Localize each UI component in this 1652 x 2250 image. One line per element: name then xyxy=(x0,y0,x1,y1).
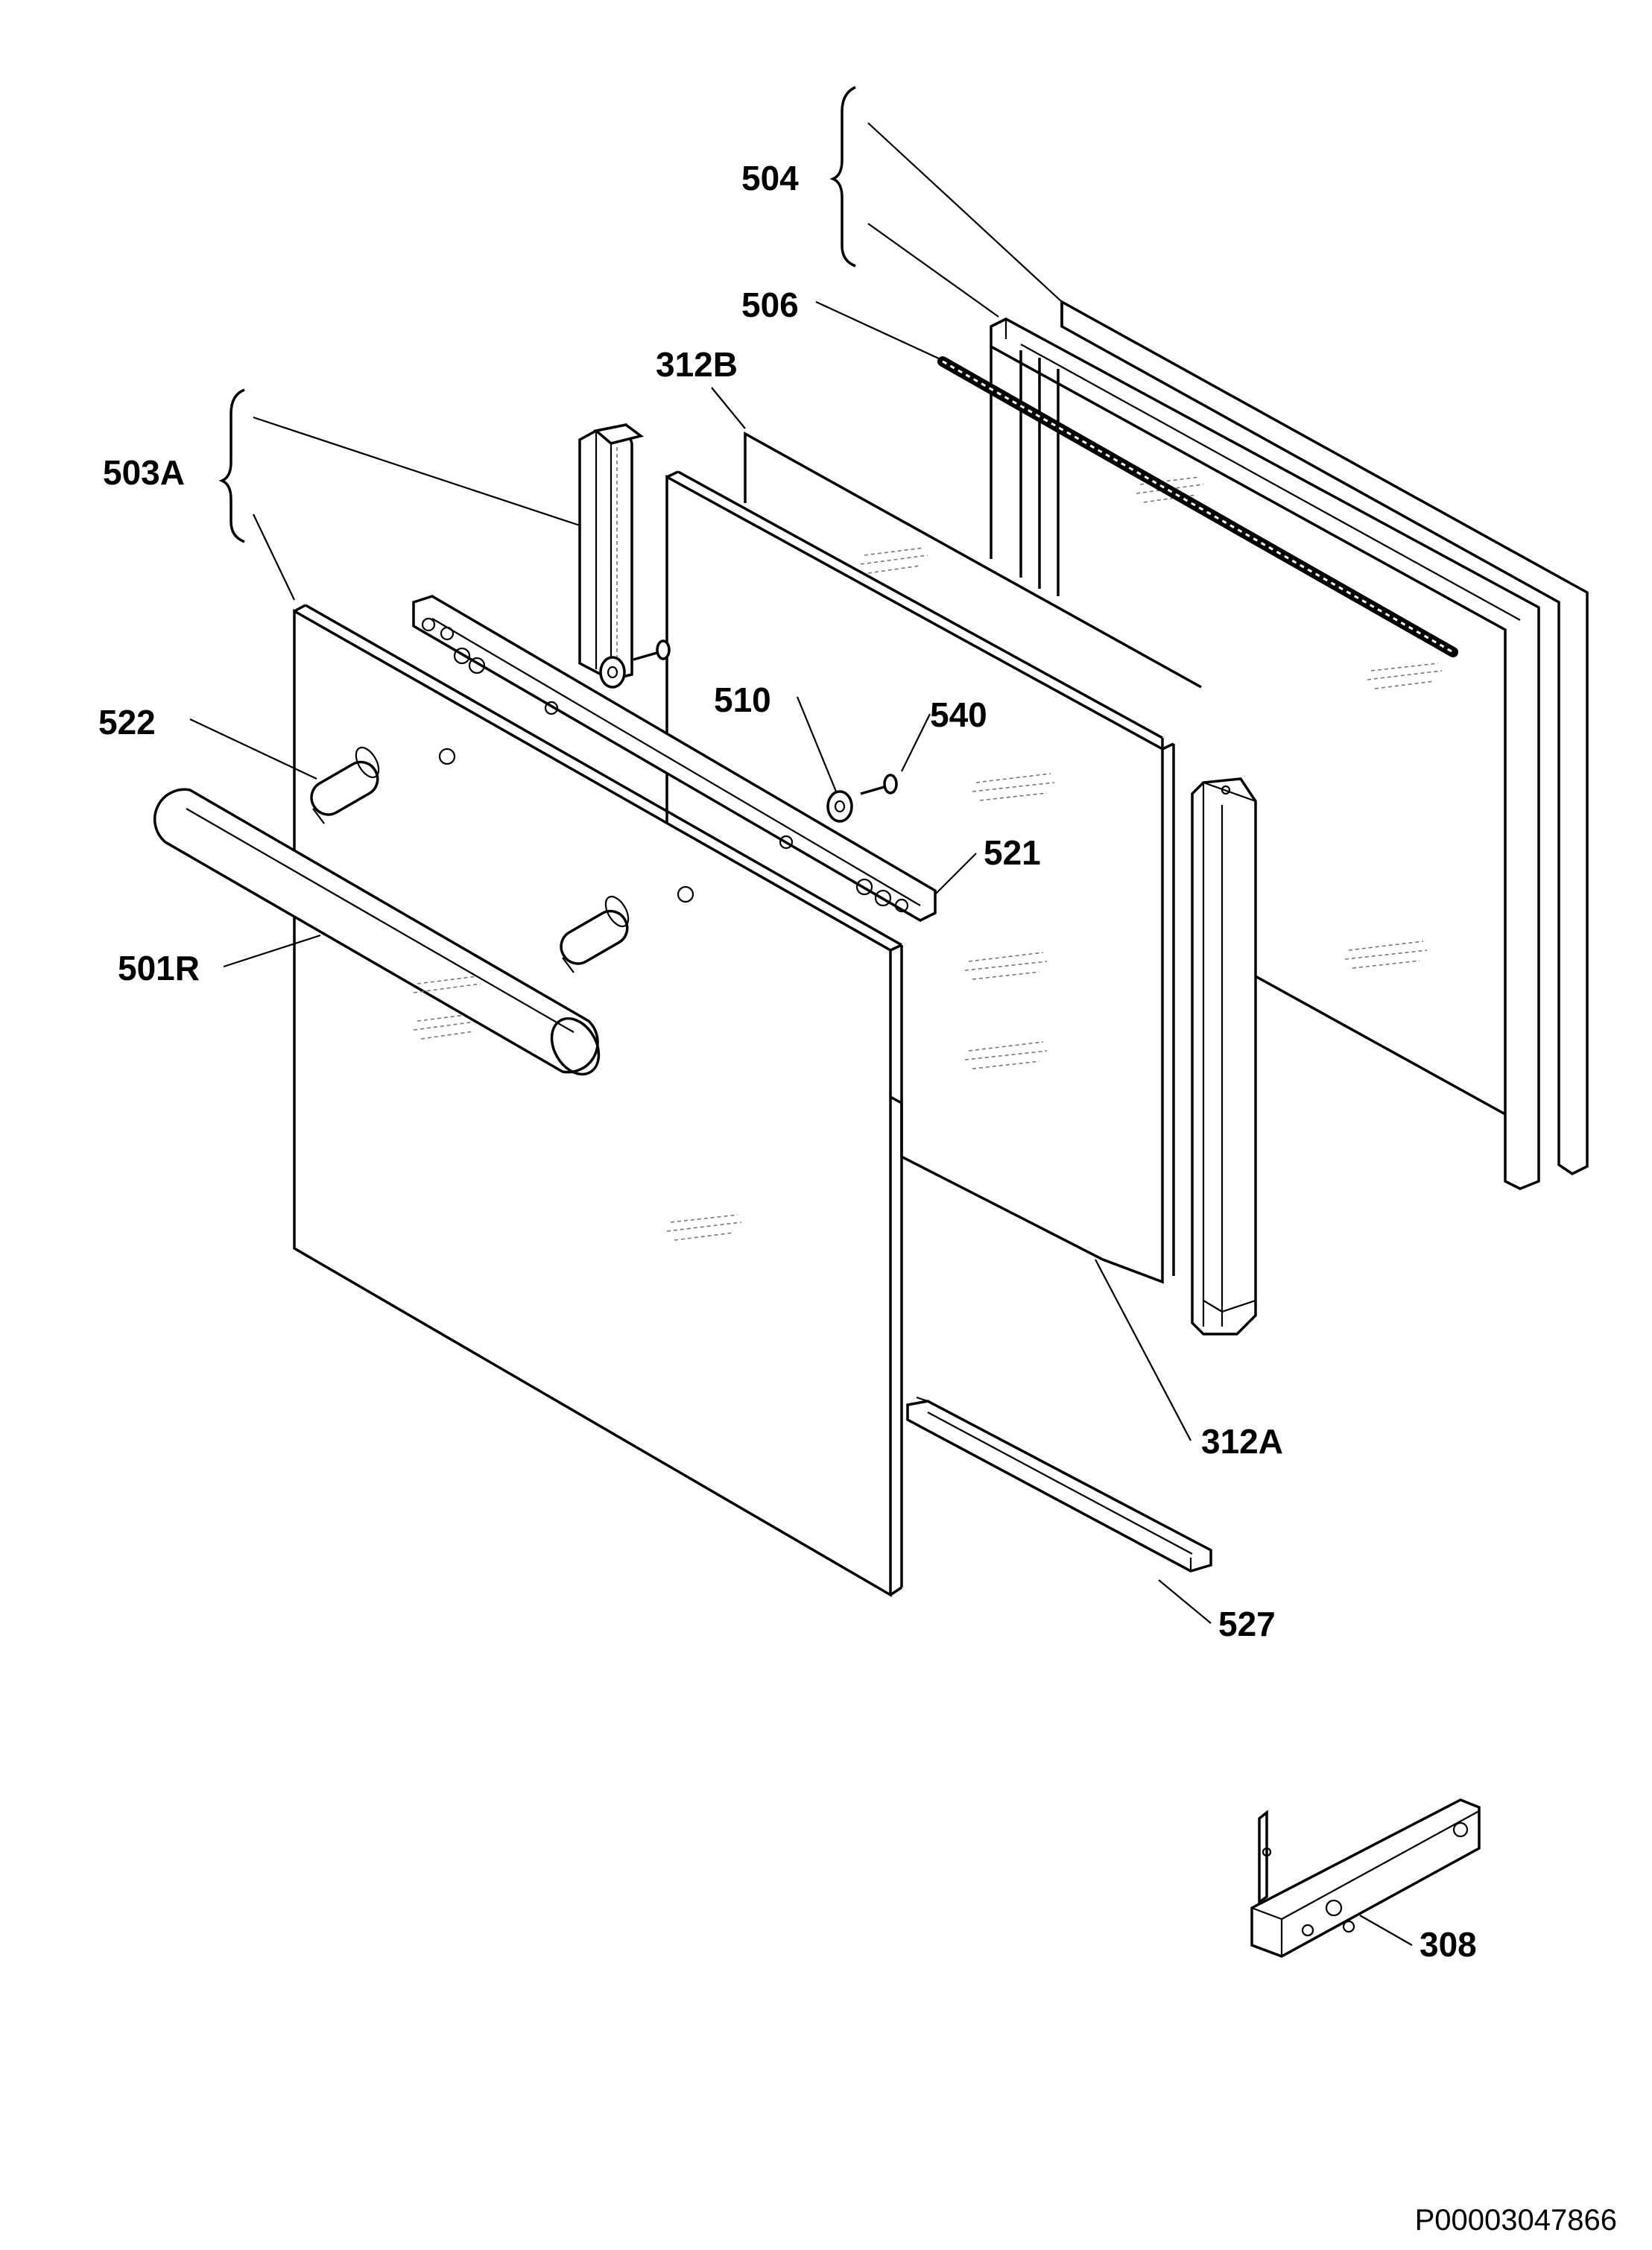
leader-lines xyxy=(189,122,1413,1946)
label-501R: 501R xyxy=(118,949,200,987)
label-504: 504 xyxy=(741,159,799,197)
label-522: 522 xyxy=(98,703,156,742)
part-504-rear-panel xyxy=(1060,300,1589,1176)
part-510-washer-lower xyxy=(826,790,853,823)
label-521: 521 xyxy=(984,833,1041,872)
label-308: 308 xyxy=(1420,1925,1477,1964)
label-312A: 312A xyxy=(1201,1422,1283,1461)
label-527: 527 xyxy=(1218,1605,1276,1643)
part-308-hinge xyxy=(1250,1798,1481,1958)
brace-503A xyxy=(218,388,245,543)
label-312B: 312B xyxy=(656,345,738,384)
brace-504 xyxy=(829,86,856,268)
part-540-screw-lower xyxy=(860,774,898,795)
part-501R-handle xyxy=(153,788,601,1076)
part-540-screw-upper xyxy=(633,639,671,661)
part-503A-left-bracket xyxy=(578,423,644,681)
part-right-side-bracket xyxy=(1191,777,1257,1336)
part-527-bottom-strip xyxy=(906,1396,1212,1573)
drawing-reference-number: P00003047866 xyxy=(1415,2204,1617,2237)
part-521-top-rail xyxy=(412,595,937,922)
label-540: 540 xyxy=(930,695,987,734)
part-503A-front-panel xyxy=(293,604,903,1598)
part-522-handle-support-left xyxy=(310,746,380,824)
part-506-seal-strip xyxy=(937,356,1458,657)
label-510: 510 xyxy=(714,680,771,719)
label-503A: 503A xyxy=(103,453,185,492)
part-312B-glass xyxy=(744,432,1202,689)
part-510-washer-upper xyxy=(599,656,626,689)
label-506: 506 xyxy=(741,285,799,324)
part-522-handle-support-right xyxy=(560,895,630,973)
part-labels: 504 506 312B 503A 522 510 540 521 501R 3… xyxy=(98,159,1477,1964)
